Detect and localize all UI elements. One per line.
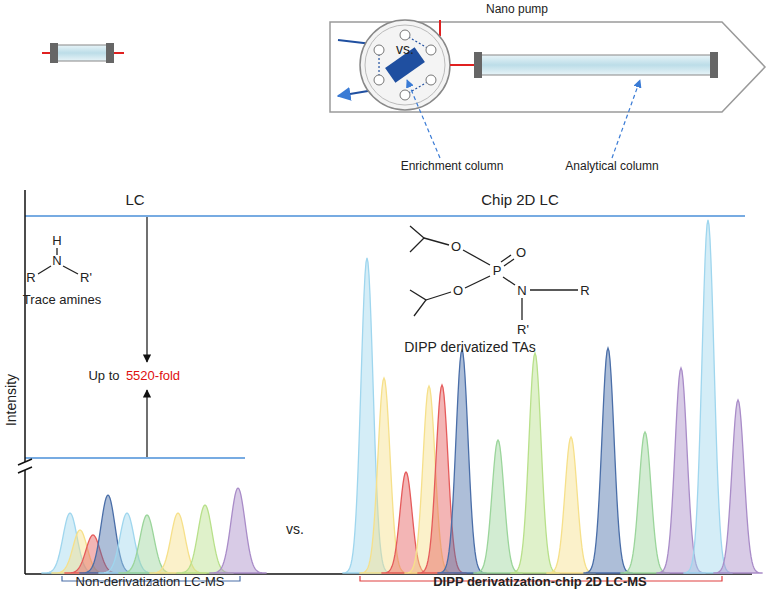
drawing-circle xyxy=(400,90,410,100)
label-text: Chip 2D LC xyxy=(481,192,559,209)
drawing-line xyxy=(501,255,511,262)
drawing-line xyxy=(25,457,245,459)
label-text: DIPP derivatization-chip 2D LC-MS xyxy=(433,575,647,589)
drawing-circle xyxy=(374,75,384,85)
drawing-line xyxy=(38,266,51,274)
drawing-polyline xyxy=(410,226,424,252)
drawing-line xyxy=(25,215,745,217)
drawing-line xyxy=(465,276,490,288)
drawing-line xyxy=(463,250,490,265)
drawing-path xyxy=(474,440,522,573)
drawing-line xyxy=(63,266,78,274)
drawing-rect xyxy=(480,55,712,75)
drawing-line xyxy=(407,80,440,158)
drawing-path xyxy=(438,350,486,573)
label-text: Nano pump xyxy=(486,3,548,16)
label-text: vs. xyxy=(286,522,304,537)
label-text: Non-derivatization LC-MS xyxy=(76,575,225,589)
drawing-path xyxy=(547,437,595,573)
drawing-line xyxy=(521,298,522,320)
label-text: Trace amines xyxy=(23,293,101,307)
drawing-line xyxy=(426,292,451,300)
label-text: Intensity xyxy=(4,374,19,426)
drawing-rect xyxy=(710,52,718,78)
label-text: R' xyxy=(80,271,92,285)
drawing-circle xyxy=(400,30,410,40)
label-text: N xyxy=(517,284,526,298)
label-text: R' xyxy=(517,323,529,337)
drawing-circle xyxy=(365,25,445,105)
drawing-rect xyxy=(50,43,58,63)
drawing-circle xyxy=(426,75,436,85)
drawing-path xyxy=(210,488,266,573)
drawing-circle xyxy=(374,45,384,55)
drawing-rect xyxy=(56,45,108,61)
drawing-rect xyxy=(106,43,114,63)
drawing-polyline xyxy=(410,290,426,316)
drawing-circle xyxy=(360,20,450,110)
label-text: 5520-fold xyxy=(126,369,180,383)
chromatogram-peaks xyxy=(42,220,762,573)
label-text: vs. xyxy=(396,42,414,57)
drawing-line xyxy=(146,390,147,457)
label-text: R xyxy=(580,284,589,298)
label-text: O xyxy=(451,240,461,254)
chart-frame xyxy=(18,190,752,585)
drawing-line xyxy=(530,289,578,290)
drawing-path xyxy=(511,353,559,573)
drawing-path xyxy=(621,432,669,573)
label-text: N xyxy=(52,254,61,268)
label-text: O xyxy=(453,284,463,298)
drawing-circle xyxy=(426,45,436,55)
drawing-g xyxy=(374,30,436,100)
label-text: Up to xyxy=(88,369,119,383)
label-text: P xyxy=(493,264,502,278)
drawing-line xyxy=(24,190,26,462)
drawing-line xyxy=(439,20,441,36)
drawing-line xyxy=(612,80,640,158)
drawing-path xyxy=(684,220,732,573)
label-text: O xyxy=(516,246,526,260)
drawing-line xyxy=(146,217,147,362)
drawing-rect xyxy=(474,52,482,78)
chemical-structure xyxy=(38,226,578,320)
drawing-path xyxy=(584,348,632,573)
drawing-line xyxy=(24,470,26,574)
chip xyxy=(330,20,765,158)
drawing-line xyxy=(504,259,514,266)
label-text: Enrichment column xyxy=(401,160,504,173)
label-text: LC xyxy=(125,192,144,209)
label-text: Analytical column xyxy=(565,160,658,173)
drawing-line xyxy=(450,64,476,66)
label-text: DIPP derivatized TAs xyxy=(404,340,536,355)
drawing-path xyxy=(714,400,762,573)
label-text: R xyxy=(26,271,35,285)
drawing-line xyxy=(503,277,515,285)
label-text: H xyxy=(52,234,61,248)
lc-column xyxy=(42,43,124,63)
drawing-line xyxy=(439,22,441,30)
drawing-line xyxy=(18,467,32,473)
drawing-line xyxy=(18,459,32,465)
drawing-line xyxy=(424,238,449,245)
